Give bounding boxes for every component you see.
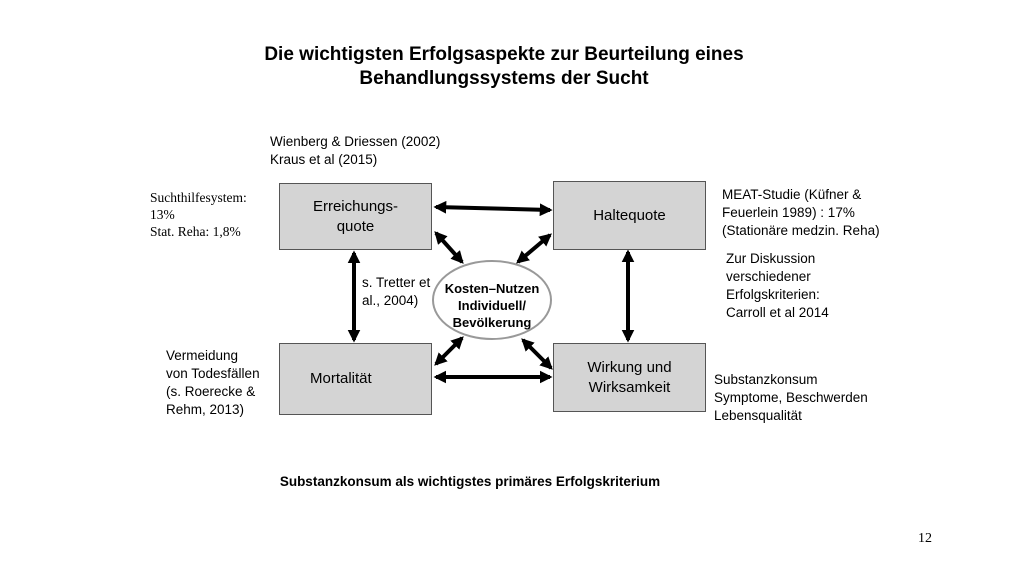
title-line-2: Behandlungssystems der Sucht (359, 68, 649, 89)
note-meat-studie: MEAT-Studie (Küfner & Feuerlein 1989) : … (722, 186, 880, 240)
slide-title: Die wichtigsten Erfolgsaspekte zur Beurt… (150, 43, 858, 91)
node-wirkung: Wirkung und Wirksamkeit (553, 343, 706, 412)
note-diskussion-line-4: Carroll et al 2014 (726, 305, 829, 320)
note-meat-line-2: Feuerlein 1989) : 17% (722, 205, 855, 220)
note-tretter: s. Tretter et al., 2004) (362, 274, 430, 310)
page-number: 12 (918, 531, 932, 546)
arrow-effect-center (521, 338, 553, 370)
note-wienberg: Wienberg & Driessen (2002) Kraus et al (… (270, 133, 440, 169)
arrow-reach-center (434, 231, 464, 264)
note-suchthilfe-line-2: 13% (150, 207, 175, 222)
note-substanz-line-1: Substanzkonsum (714, 372, 818, 387)
node-erreichungsquote-line-1: Erreichungs- (312, 197, 399, 215)
note-wienberg-line-1: Wienberg & Driessen (2002) (270, 134, 441, 149)
note-meat-line-1: MEAT-Studie (Küfner & (722, 187, 862, 202)
note-diskussion-line-3: Erfolgskriterien: (726, 287, 820, 302)
note-suchthilfesystem: Suchthilfesystem: 13% Stat. Reha: 1,8% (150, 189, 247, 240)
note-suchthilfe-line-3: Stat. Reha: 1,8% (150, 224, 241, 239)
center-label: Kosten–Nutzen Individuell/ Bevölkerung (432, 280, 552, 331)
center-label-line-2: Individuell/ (458, 298, 526, 313)
note-vermeidung-line-2: von Todesfällen (166, 366, 260, 381)
node-haltequote: Haltequote (553, 181, 706, 250)
center-label-line-3: Bevölkerung (452, 315, 532, 330)
note-vermeidung-line-3: (s. Roerecke & (166, 384, 256, 399)
node-haltequote-label: Haltequote (593, 206, 666, 224)
center-label-line-1: Kosten–Nutzen (444, 281, 540, 296)
arrow-mortality-center (434, 336, 464, 366)
note-vermeidung-line-4: Rehm, 2013) (166, 402, 245, 417)
node-erreichungsquote-line-2: quote (336, 217, 375, 235)
note-suchthilfe-line-1: Suchthilfesystem: (150, 190, 247, 205)
node-wirkung-line-1: Wirkung und (587, 358, 672, 376)
node-mortalitaet-label: Mortalität (310, 370, 372, 387)
note-meat-line-3: (Stationäre medzin. Reha) (722, 223, 880, 238)
note-wienberg-line-2: Kraus et al (2015) (270, 152, 378, 167)
note-vermeidung: Vermeidung von Todesfällen (s. Roerecke … (166, 347, 260, 419)
node-mortalitaet: Mortalität (279, 343, 432, 415)
node-wirkung-line-2: Wirksamkeit (588, 378, 671, 396)
note-substanz-line-2: Symptome, Beschwerden (714, 390, 868, 405)
node-erreichungsquote: Erreichungs- quote (279, 183, 432, 250)
title-line-1: Die wichtigsten Erfolgsaspekte zur Beurt… (264, 44, 744, 65)
note-diskussion: Zur Diskussion verschiedener Erfolgskrit… (726, 250, 829, 322)
note-substanz-line-3: Lebensqualität (714, 408, 802, 423)
note-tretter-line-1: s. Tretter et (362, 275, 431, 290)
note-vermeidung-line-1: Vermeidung (166, 348, 239, 363)
bottom-conclusion: Substanzkonsum als wichtigstes primäres … (279, 474, 661, 489)
note-diskussion-line-1: Zur Diskussion (726, 251, 816, 266)
arrow-retention-center (516, 233, 552, 264)
arrow-reach-retention (433, 200, 553, 217)
note-substanzkonsum: Substanzkonsum Symptome, Beschwerden Leb… (714, 371, 868, 425)
note-diskussion-line-2: verschiedener (726, 269, 811, 284)
note-tretter-line-2: al., 2004) (362, 293, 419, 308)
center-ellipse (432, 260, 552, 340)
